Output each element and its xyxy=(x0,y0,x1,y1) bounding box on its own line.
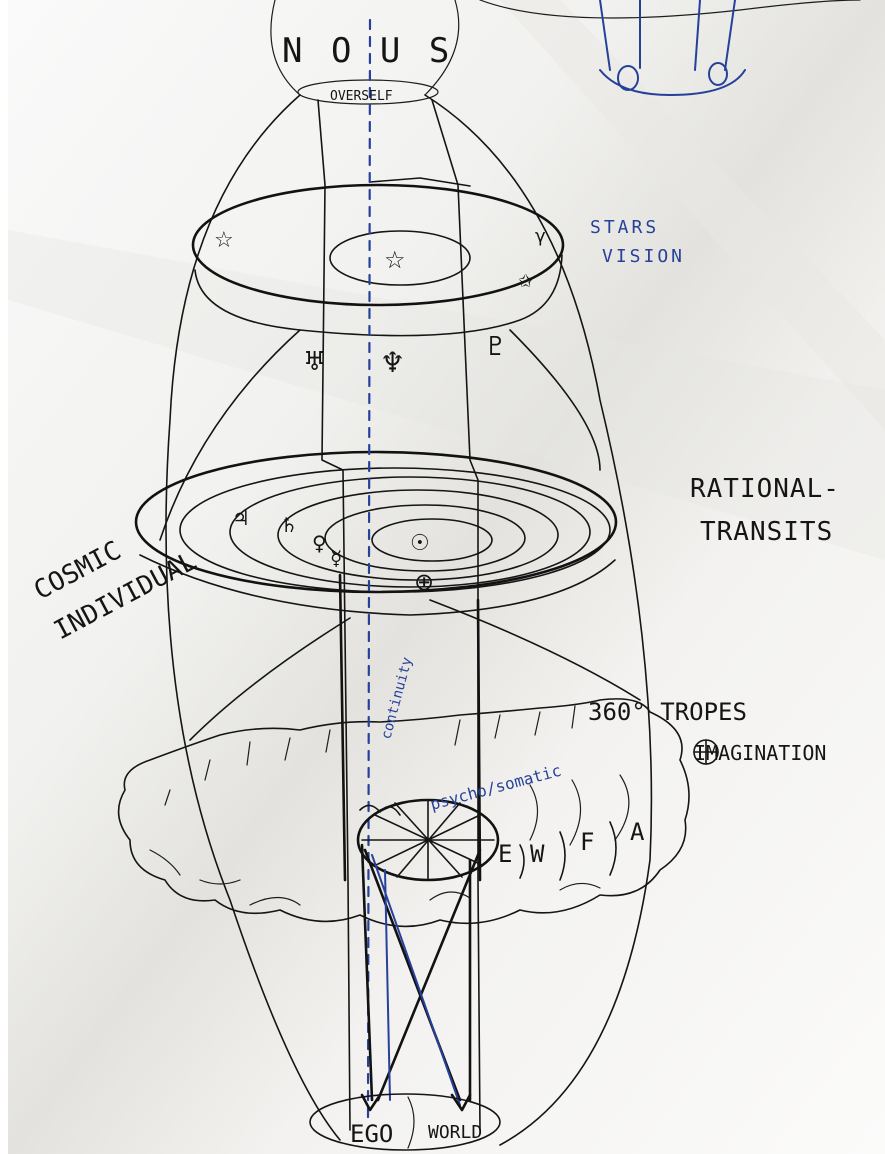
element-a-label: A xyxy=(630,818,645,846)
overself-label: OVERSELF xyxy=(330,89,393,104)
transits-label: TRANSITS xyxy=(700,517,833,547)
svg-text:✩: ✩ xyxy=(518,271,533,292)
pluto-symbol: ♇ xyxy=(484,332,507,362)
jupiter-symbol: ♃ xyxy=(232,506,250,530)
saturn-symbol: ♄ xyxy=(280,513,298,537)
earth-symbol: ⊕ xyxy=(414,568,434,596)
vision-label: VISION xyxy=(602,246,685,267)
sun-symbol: ☉ xyxy=(410,531,430,556)
stars-label: STARS xyxy=(590,217,659,238)
svg-text:☆: ☆ xyxy=(384,246,406,274)
tropes-label: 360° TROPES xyxy=(588,698,747,726)
element-e-label: E xyxy=(498,840,512,868)
svg-text:γ: γ xyxy=(535,226,546,247)
nous-label: N O U S xyxy=(282,31,453,71)
element-f-label: F xyxy=(580,828,594,856)
psychosomatic-wheel xyxy=(358,800,498,880)
neptune-symbol: ♆ xyxy=(380,346,405,379)
rational-label: RATIONAL- xyxy=(690,474,840,504)
mercury-symbol: ☿ xyxy=(330,546,342,570)
svg-text:☆: ☆ xyxy=(214,228,234,253)
element-w-label: W xyxy=(530,840,545,868)
uranus-symbol: ♅ xyxy=(303,347,326,377)
ego-label: EGO xyxy=(350,1120,393,1148)
venus-symbol: ♀ xyxy=(312,531,327,555)
world-label: WORLD xyxy=(428,1122,482,1143)
